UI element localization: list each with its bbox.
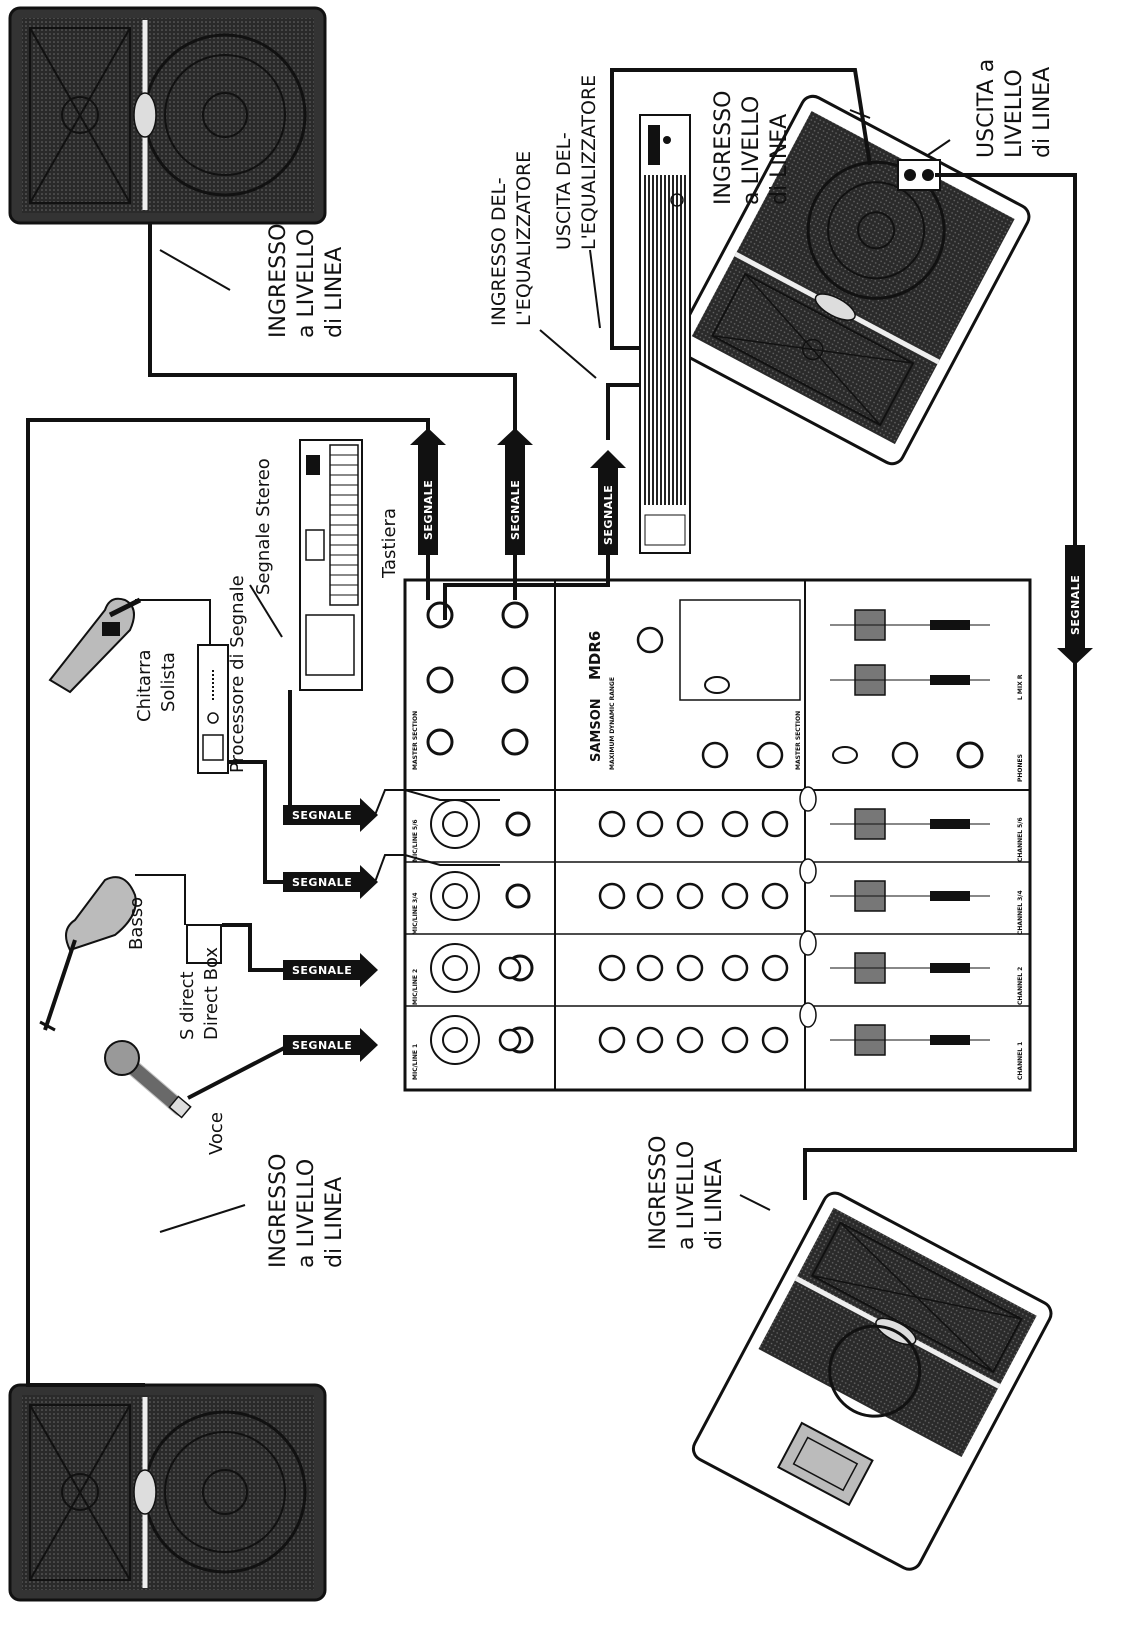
svg-text:INGRESSO: INGRESSO [711,91,736,205]
mixer-input-3: MIC/LINE 3/4 [412,892,419,935]
svg-text:SEGNALE: SEGNALE [292,1039,352,1052]
mixer-channel-4: CHANNEL 5/6 [1017,817,1024,862]
svg-text:SEGNALE: SEGNALE [602,485,615,545]
label-chitarra-1: Chitarra [134,649,155,722]
signal-arrow-2: SEGNALE [283,865,378,899]
svg-text:di LINEA: di LINEA [322,247,347,338]
svg-text:USCITA a: USCITA a [974,59,999,158]
label-tastiera: Tastiera [379,508,400,579]
svg-text:di LINEA: di LINEA [702,1159,727,1250]
label-ingresso-monitor-top: INGRESSO a LIVELLO di LINEA [711,91,792,205]
signal-arrow-6: SEGNALE [497,428,533,555]
svg-text:INGRESSO: INGRESSO [266,1154,291,1268]
main-speaker-left-top [8,6,327,225]
direct-box [186,924,222,964]
label-segnale-stereo: Segnale Stereo [253,458,274,595]
monitor-wedge-bottom [691,1191,1053,1571]
svg-text:a LIVELLO: a LIVELLO [294,229,319,338]
mixer-input-2: MIC/LINE 2 [412,969,419,1005]
label-direct-box-1: S direct [177,971,198,1040]
guitar [48,597,142,694]
mixer-tagline: MAXIMUM DYNAMIC RANGE [609,677,616,770]
mixer-channel-3: CHANNEL 3/4 [1017,890,1024,935]
label-uscita-monitor: USCITA a LIVELLO di LINEA [974,59,1055,158]
mixer-master-section-label-2: MASTER SECTION [795,711,802,770]
svg-text:a LIVELLO: a LIVELLO [674,1141,699,1250]
mixer-master-section-label: MASTER SECTION [412,711,419,770]
svg-text:di LINEA: di LINEA [322,1177,347,1268]
mixer-input-4: MIC/LINE 5/6 [412,819,419,862]
svg-text:a LIVELLO: a LIVELLO [739,96,764,205]
signal-arrow-4: SEGNALE [283,1028,378,1062]
mixer [403,578,1032,1092]
mixer-channel-1: CHANNEL 1 [1017,1042,1024,1080]
mixer-input-1: MIC/LINE 1 [412,1044,419,1080]
equalizer [639,114,691,554]
svg-text:INGRESSO: INGRESSO [266,224,291,338]
label-ingresso-eq: INGRESSO DEL- L'EQUALIZZATORE [488,151,535,326]
signal-arrow-3: SEGNALE [283,953,378,987]
mixer-brand: SAMSON [589,698,604,762]
label-direct-box-2: Direct Box [201,947,222,1040]
label-ingresso-top: INGRESSO a LIVELLO di LINEA [266,224,347,338]
svg-text:USCITA DEL-: USCITA DEL- [553,132,575,250]
label-basso: Basso [126,897,147,950]
svg-text:di LINEA: di LINEA [767,114,792,205]
svg-text:SEGNALE: SEGNALE [292,964,352,977]
mixer-channel-2: CHANNEL 2 [1017,967,1024,1005]
label-uscita-eq: USCITA DEL- L'EQUALIZZATORE [553,75,600,250]
main-speaker-left-bottom [8,1383,327,1602]
svg-text:SEGNALE: SEGNALE [292,809,352,822]
signal-arrow-8: SEGNALE [1057,545,1093,665]
label-ingresso-monitor-bottom: INGRESSO a LIVELLO di LINEA [646,1136,727,1250]
svg-text:SEGNALE: SEGNALE [509,480,522,540]
svg-text:a LIVELLO: a LIVELLO [294,1159,319,1268]
label-processore: Processore di Segnale [227,575,248,773]
signal-arrow-5: SEGNALE [410,428,446,555]
label-chitarra-2: Solista [158,652,179,712]
signal-processor [197,644,229,774]
svg-text:INGRESSO: INGRESSO [646,1136,671,1250]
svg-text:di LINEA: di LINEA [1030,67,1055,158]
label-voce: Voce [206,1112,227,1155]
svg-text:SEGNALE: SEGNALE [1069,575,1082,635]
svg-text:SEGNALE: SEGNALE [422,480,435,540]
mixer-phones-label: PHONES [1017,754,1024,782]
signal-arrow-1: SEGNALE [283,798,378,832]
svg-text:L'EQUALIZZATORE: L'EQUALIZZATORE [578,75,600,250]
signal-arrow-7: SEGNALE [590,450,626,555]
svg-text:LIVELLO: LIVELLO [1002,69,1027,158]
svg-text:SEGNALE: SEGNALE [292,876,352,889]
mixer-mix-label: L MIX R [1017,674,1024,700]
microphone [104,1040,192,1119]
keyboard [299,439,363,691]
svg-text:L'EQUALIZZATORE: L'EQUALIZZATORE [513,151,535,326]
label-ingresso-bottom: INGRESSO a LIVELLO di LINEA [266,1154,347,1268]
bass-guitar [39,876,137,1032]
svg-text:INGRESSO DEL-: INGRESSO DEL- [488,177,510,326]
mixer-model: MDR6 [586,631,604,680]
